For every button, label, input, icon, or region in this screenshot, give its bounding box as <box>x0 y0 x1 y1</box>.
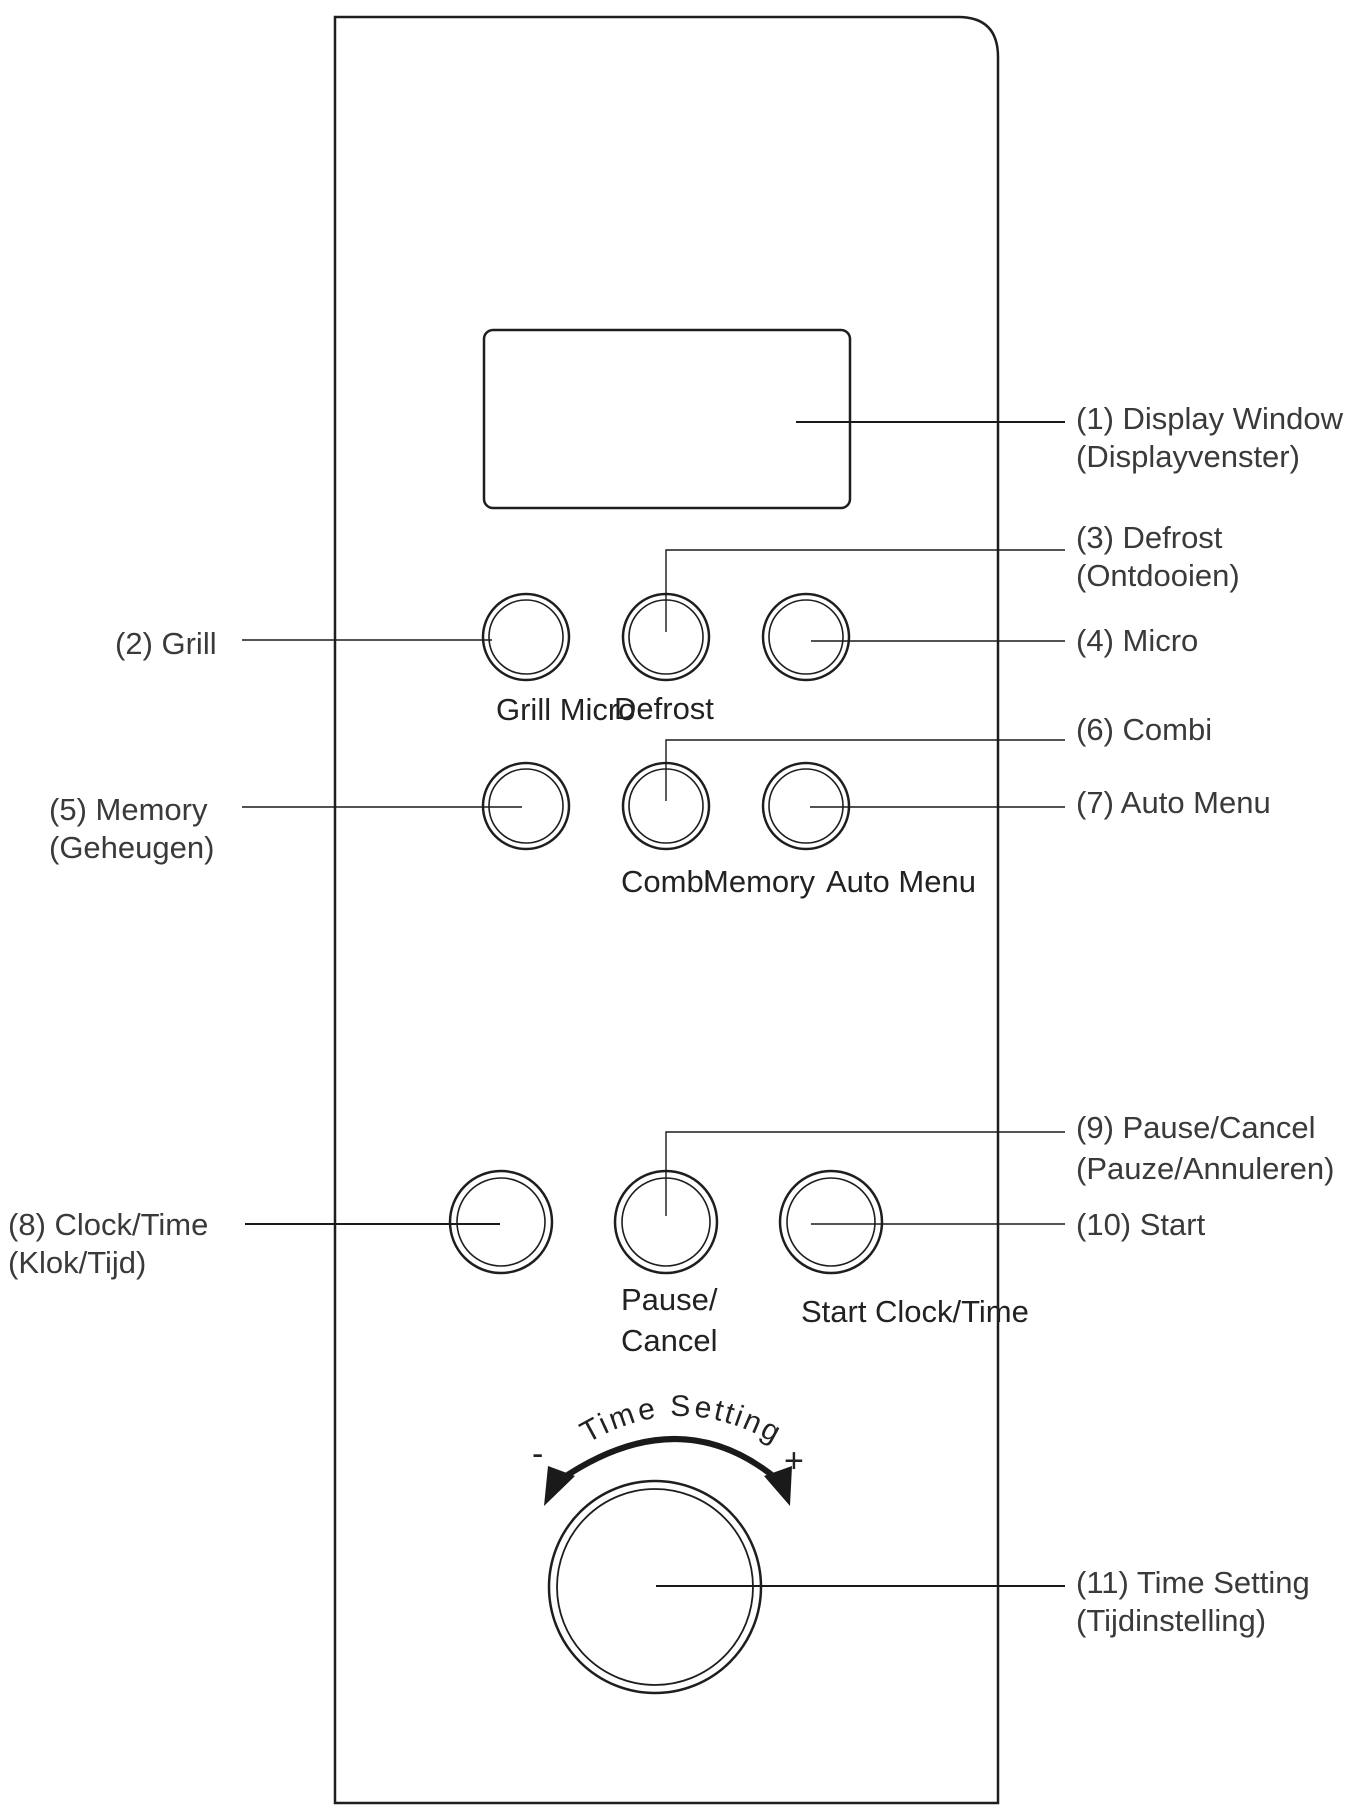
callout-combi: (6) Combi <box>1076 712 1212 747</box>
callout-clock-time-line2: (Klok/Tijd) <box>8 1245 146 1280</box>
callout-defrost-line1: (3) Defrost <box>1076 520 1223 555</box>
dial-plus-sign: + <box>784 1442 804 1480</box>
callout-memory-line1: (5) Memory <box>49 792 208 827</box>
leader-combi <box>665 739 1065 801</box>
panel-label-start: Start <box>801 1294 867 1329</box>
callout-micro: (4) Micro <box>1076 623 1198 658</box>
callout-auto-menu: (7) Auto Menu <box>1076 785 1271 820</box>
callout-clock-time-line1: (8) Clock/Time <box>8 1207 208 1242</box>
arc-arrowhead-right <box>764 1466 792 1506</box>
panel-label-cancel: Cancel <box>621 1323 718 1358</box>
callout-grill: (2) Grill <box>115 626 217 661</box>
panel-outline <box>333 15 1000 1805</box>
grill-button[interactable] <box>481 592 571 682</box>
callout-time-setting-line1: (11) Time Setting <box>1076 1565 1310 1600</box>
dial-arc-arrow <box>558 1436 780 1483</box>
arc-arrowhead-left <box>544 1466 575 1506</box>
callout-display-window-line2: (Displayvenster) <box>1076 439 1300 474</box>
callout-display-window-line1: (1) Display Window <box>1076 401 1344 436</box>
callout-pause-cancel-line1: (9) Pause/Cancel <box>1076 1110 1316 1145</box>
panel-label-auto-menu: Auto Menu <box>826 864 976 899</box>
display-window <box>482 328 852 510</box>
callout-time-setting-line2: (Tijdinstelling) <box>1076 1603 1266 1638</box>
start-button[interactable] <box>778 1169 884 1275</box>
auto-menu-button[interactable] <box>761 761 851 851</box>
micro-button[interactable] <box>761 592 851 682</box>
callout-memory-line2: (Geheugen) <box>49 830 214 865</box>
callout-start: (10) Start <box>1076 1207 1206 1242</box>
memory-button[interactable] <box>481 761 571 851</box>
leader-defrost <box>665 549 1065 632</box>
panel-label-defrost: Defrost <box>614 691 714 726</box>
panel-label-memory: Memory <box>703 864 815 899</box>
callout-pause-cancel-line2: (Pauze/Annuleren) <box>1076 1151 1335 1186</box>
panel-label-grill-micro: Grill Micro <box>496 692 636 727</box>
dial-minus-sign: - <box>532 1435 543 1473</box>
panel-label-combi: Combi <box>621 864 711 899</box>
clock-time-button[interactable] <box>448 1169 554 1275</box>
panel-label-pause: Pause/ <box>621 1282 718 1317</box>
leader-pause-cancel <box>665 1131 1065 1216</box>
callout-defrost-line2: (Ontdooien) <box>1076 558 1240 593</box>
panel-label-clock-time: Clock/Time <box>875 1294 1029 1329</box>
